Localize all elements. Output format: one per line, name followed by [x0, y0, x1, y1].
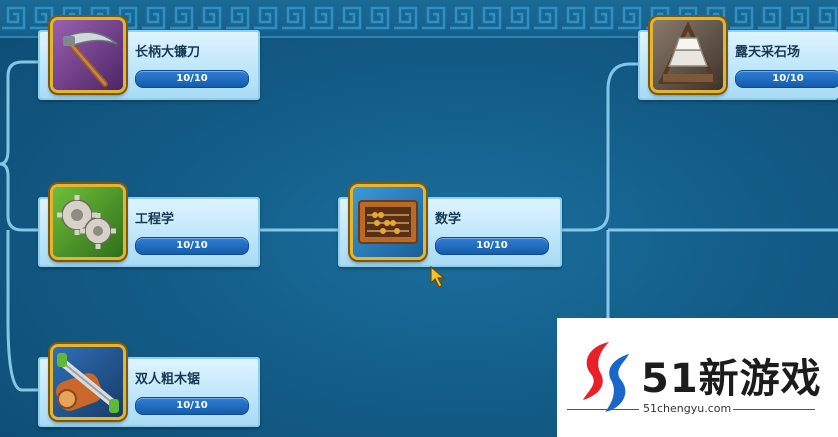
progress-bar: 10/10: [135, 397, 249, 415]
tech-node-saw[interactable]: 双人粗木锯 10/10: [38, 344, 260, 427]
progress-label: 10/10: [176, 400, 208, 411]
tech-node-title: 露天采石场: [735, 45, 801, 60]
brand-logo-icon: [583, 342, 629, 412]
watermark-brand: 51新游戏: [641, 356, 822, 402]
tech-node-title: 数学: [435, 212, 462, 227]
tech-node-engineering[interactable]: 工程学 10/10: [38, 184, 260, 267]
quarry-icon: [650, 17, 726, 93]
tech-node-title: 双人粗木锯: [135, 372, 201, 387]
progress-label: 10/10: [176, 73, 208, 84]
tech-node-math[interactable]: 数学 10/10: [338, 184, 562, 267]
progress-label: 10/10: [176, 240, 208, 251]
site-watermark: 51新游戏 51chengyu.com: [557, 318, 838, 437]
progress-bar: 10/10: [135, 70, 249, 88]
tech-node-scythe[interactable]: 长柄大镰刀 10/10: [38, 17, 260, 100]
progress-bar: 10/10: [135, 237, 249, 255]
abacus-icon: [350, 184, 426, 260]
progress-bar: 10/10: [735, 70, 838, 88]
watermark-rule-right: [733, 409, 815, 410]
tech-node-title: 工程学: [135, 212, 175, 227]
mouse-cursor-icon: [430, 266, 446, 288]
tech-node-title: 长柄大镰刀: [135, 45, 201, 60]
tech-node-quarry[interactable]: 露天采石场 10/10: [638, 17, 838, 100]
scythe-icon: [50, 17, 126, 93]
watermark-rule-left: [567, 409, 639, 410]
progress-label: 10/10: [772, 73, 804, 84]
progress-label: 10/10: [476, 240, 508, 251]
watermark-url: 51chengyu.com: [643, 402, 732, 415]
progress-bar: 10/10: [435, 237, 549, 255]
saw-icon: [50, 344, 126, 420]
gears-icon: [50, 184, 126, 260]
